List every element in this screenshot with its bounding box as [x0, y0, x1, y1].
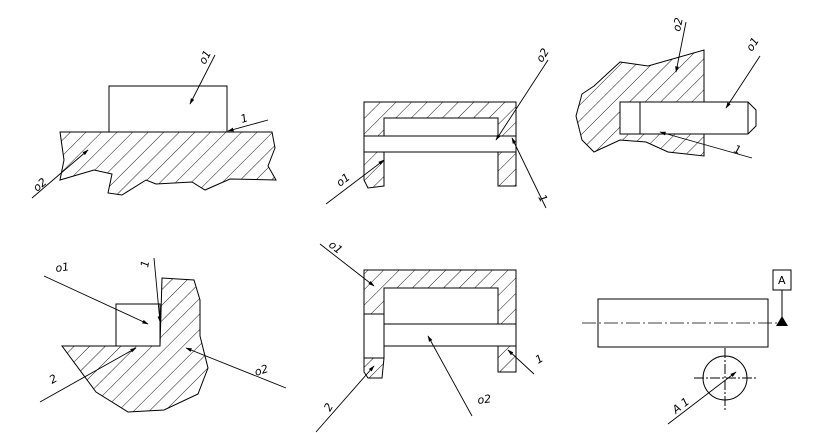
- label-o2: o2: [253, 362, 270, 379]
- leader-1: [153, 257, 162, 323]
- label-1: 1: [533, 352, 546, 367]
- datum-triangle: [776, 316, 788, 326]
- label-o2: o2: [477, 392, 492, 407]
- leader-o1: [43, 275, 149, 325]
- view-pin-in-bore: o2 o1 1: [575, 16, 762, 159]
- shaft: [383, 323, 517, 347]
- label-o2: o2: [534, 46, 552, 65]
- label-2: 2: [47, 372, 60, 387]
- label-o1: o1: [744, 35, 762, 54]
- tol-label: A 1: [669, 395, 692, 417]
- bushing-lower: [363, 357, 385, 379]
- leader-o2: [185, 347, 287, 389]
- leader-o1: [725, 55, 761, 109]
- leader-o1: [189, 54, 216, 105]
- leader-o1: [319, 243, 375, 287]
- view-bracket-bushing: o1 1 2 o2: [315, 238, 546, 433]
- label-1: 1: [239, 111, 250, 126]
- bushing: [363, 313, 385, 359]
- datum-label: A: [778, 274, 786, 287]
- leader-1: [507, 349, 535, 375]
- label-o1: o1: [196, 48, 214, 66]
- view-bracket-shaft: o2 o1 1: [325, 46, 552, 209]
- label-1: 1: [138, 259, 152, 268]
- view-block-in-corner: o1 1 2 o2: [39, 257, 287, 413]
- label-o2: o2: [670, 16, 686, 32]
- leader-2: [39, 347, 137, 403]
- base-section: [59, 131, 277, 196]
- leader-1: [659, 131, 753, 159]
- leader-1: [227, 119, 269, 132]
- leader-o1: [325, 159, 385, 205]
- top-block: [108, 85, 228, 133]
- leader-o2: [31, 149, 89, 199]
- label-1: 1: [535, 192, 550, 204]
- leader-o2: [675, 21, 687, 73]
- leader-o2: [495, 59, 549, 141]
- label-o1: o1: [55, 260, 70, 275]
- label-o1: o1: [326, 238, 345, 257]
- tol-leader: [667, 371, 737, 425]
- view-block-on-base: o1 1 o2: [31, 48, 277, 199]
- corner-section: [61, 277, 209, 413]
- shaft: [363, 135, 517, 153]
- label-o1: o1: [334, 171, 353, 190]
- leader-1: [511, 137, 547, 209]
- view-shaft-datum: A A 1: [582, 269, 792, 425]
- bracket-cavity: [383, 117, 499, 137]
- corner-block: [115, 303, 161, 347]
- label-1: 1: [732, 142, 743, 157]
- label-o2: o2: [31, 176, 50, 195]
- bracket-cavity: [383, 287, 499, 325]
- datum-box: [772, 269, 792, 291]
- leader-o2: [427, 335, 473, 417]
- leader-2: [315, 365, 375, 433]
